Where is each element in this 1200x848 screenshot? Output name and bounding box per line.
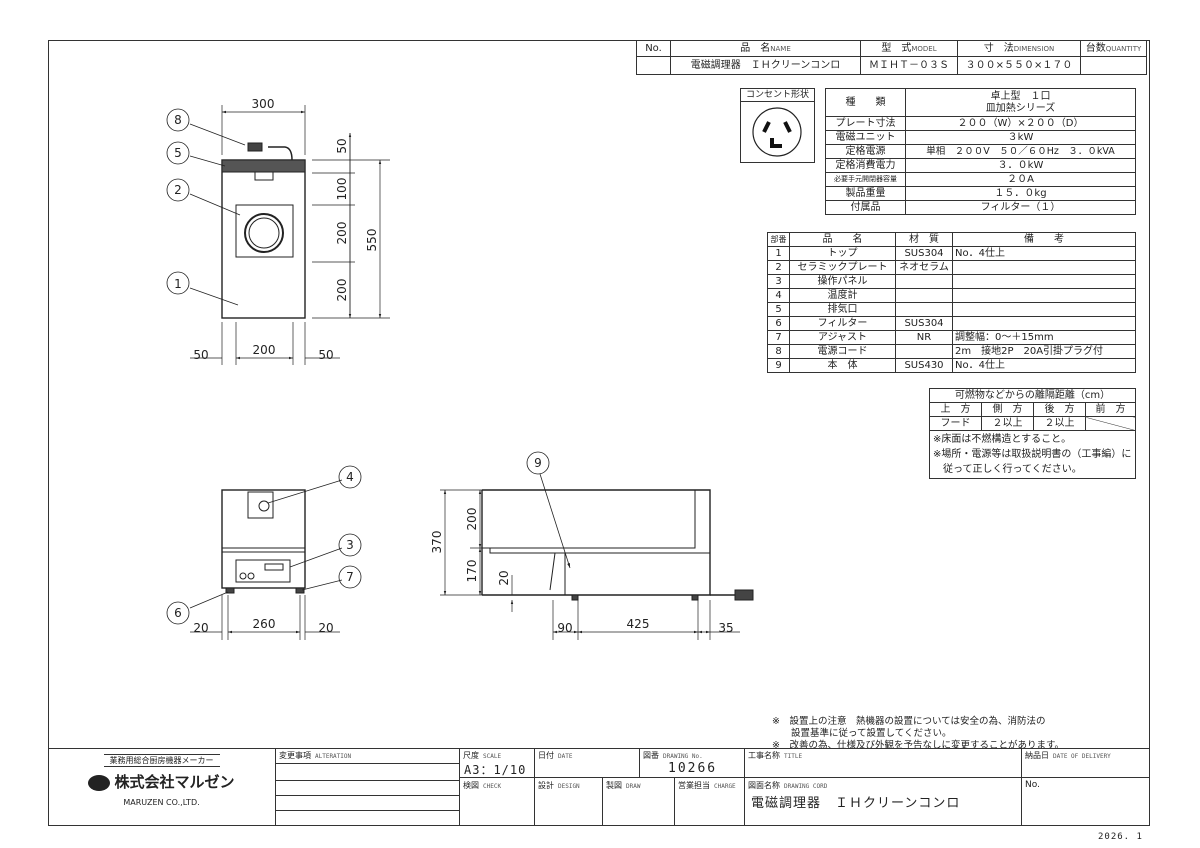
dim-50: 50 — [335, 138, 349, 153]
installation-notes: ※ 設置上の注意 熱機器の設置については安全の為、消防法の 設置基準に従って設置… — [772, 716, 1065, 751]
dim-50: 50 — [318, 348, 333, 362]
drawing-labels: 1 2 3 4 5 6 7 8 9 300 50 200 50 20 260 2… — [174, 97, 733, 635]
dim-20: 20 — [497, 570, 511, 585]
clearance-value — [1085, 416, 1136, 431]
dim-200: 200 — [465, 508, 479, 531]
dim-90: 90 — [557, 621, 572, 635]
balloon-8: 8 — [174, 113, 182, 127]
drawing-frame — [48, 40, 1150, 826]
balloon-7: 7 — [346, 570, 354, 584]
outlet-shape-icon — [752, 107, 802, 157]
spec-value: フィルター（１） — [905, 200, 1136, 215]
dim-50: 50 — [193, 348, 208, 362]
balloon-2: 2 — [174, 183, 182, 197]
spec-label: 種 類 — [825, 88, 906, 117]
dim-100: 100 — [335, 178, 349, 201]
outlet-label: コンセント形状 — [741, 89, 814, 102]
dim-20: 20 — [193, 621, 208, 635]
dim-550: 550 — [365, 229, 379, 252]
dim-370: 370 — [430, 531, 444, 554]
company-logo: 業務用総合厨房機器メーカー 株式会社マルゼン MARUZEN CO.,LTD. — [48, 748, 275, 826]
balloon-9: 9 — [534, 456, 542, 470]
product-table: No. 品 名NAME 型 式MODEL 寸 法DIMENSION 台数QUAN… — [636, 40, 1147, 75]
dim-20: 20 — [318, 621, 333, 635]
quantity-value — [1080, 56, 1147, 75]
dim-170: 170 — [465, 560, 479, 583]
dim-200: 200 — [335, 279, 349, 302]
issue-date: 2026. 1 — [1098, 832, 1143, 842]
balloon-4: 4 — [346, 470, 354, 484]
front-view — [190, 489, 340, 640]
dim-425: 425 — [627, 617, 650, 631]
balloon-1: 1 — [174, 277, 182, 291]
dimension-value: ３００×５５０×１７０ — [957, 56, 1081, 75]
dim-260: 260 — [253, 617, 276, 631]
clearance-notes: ※床面は不燃構造とすること。※場所・電源等は取扱説明書の（工事編）に 従って正し… — [929, 430, 1136, 479]
balloon-leaders — [166, 108, 570, 625]
top-view — [190, 105, 390, 365]
plug-icon — [247, 142, 263, 152]
parts-cell: No．4仕上 — [952, 358, 1136, 373]
logo-emblem-icon — [88, 774, 111, 791]
side-view — [440, 489, 754, 640]
dim-200: 200 — [253, 343, 276, 357]
balloon-5: 5 — [174, 146, 182, 160]
dim-200: 200 — [335, 222, 349, 245]
outlet-box: コンセント形状 — [740, 88, 815, 163]
balloon-3: 3 — [346, 538, 354, 552]
plug-icon — [734, 589, 754, 601]
spec-value: 卓上型 １口皿加熱シリーズ — [905, 88, 1136, 117]
balloon-6: 6 — [174, 606, 182, 620]
number-field: No. — [1025, 780, 1040, 790]
dim-300: 300 — [252, 97, 275, 111]
dim-35: 35 — [718, 621, 733, 635]
